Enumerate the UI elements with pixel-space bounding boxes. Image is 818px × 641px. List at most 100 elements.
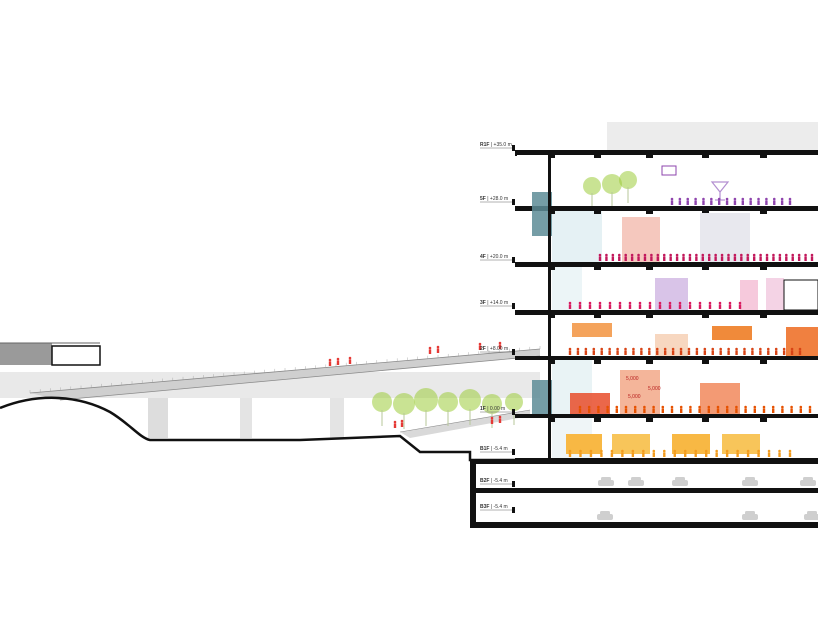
column-marker [646,414,653,422]
person-icon [771,405,775,413]
person-icon [736,449,739,457]
person-icon [598,253,602,261]
level-tick [512,145,515,151]
person-icon [428,346,432,354]
column-marker [702,356,709,364]
person-icon [790,347,794,355]
person-icon [400,419,404,427]
person-icon [655,347,659,355]
level-label-b2f: B2F | -5.4 m [480,478,508,484]
car-icon [597,511,613,520]
person-icon [611,253,615,261]
person-icon [757,449,760,457]
person-icon [587,405,591,413]
car-icon [742,477,758,486]
person-icon [714,253,717,261]
person-icon [624,253,627,261]
tree-icon [505,393,523,411]
ground-line [0,396,515,462]
person-icon [606,405,609,413]
person-icon [716,405,720,413]
person-icon [780,197,784,205]
person-icon [752,253,756,261]
person-icon [703,347,707,355]
person-icon [686,197,690,205]
person-icon [679,347,683,355]
level-label-b1f: B1F | -5.4 m [480,446,508,452]
level-tick [512,349,515,355]
level-tick [512,409,515,415]
person-icon [598,301,602,309]
person-icon [662,449,666,457]
person-icon [707,405,711,413]
person-icon [678,301,682,309]
person-icon [633,405,637,413]
level-tick [512,507,515,513]
person-icon [694,197,697,205]
person-icon [791,253,795,261]
person-icon [766,347,770,355]
person-icon [656,253,660,261]
person-icon [568,301,572,309]
car-icon [672,477,688,486]
column-marker [760,262,767,270]
tree-icon [438,392,458,412]
people-figures [328,197,814,457]
person-icon [683,449,687,457]
person-icon [436,345,440,353]
column-marker [702,414,709,422]
person-icon [772,253,775,261]
person-icon [616,347,619,355]
level-label-r1f: R1F | +35.0 m [480,142,512,148]
person-icon [621,449,624,457]
person-icon [650,253,653,261]
person-icon [765,253,769,261]
column-marker [646,356,653,364]
column-marker [548,150,555,158]
display-screen-icon [661,165,677,176]
column-marker [548,262,555,270]
person-icon [673,449,677,457]
person-icon [490,416,494,424]
column-marker [594,356,601,364]
person-icon [579,449,582,457]
column-marker [548,414,555,422]
person-icon [643,253,647,261]
column-marker [594,414,601,422]
level-label-1f: 1F | 0.00 m [480,406,505,412]
column-marker [760,206,767,214]
person-icon [568,347,572,355]
person-icon [498,341,502,349]
person-icon [790,405,793,413]
person-icon [765,197,768,205]
tree-icon [602,174,622,194]
person-icon [663,347,667,355]
price-tags: 5,000 5,000 5,000 [626,376,661,400]
price-tag-1: 5,000 [626,376,639,382]
column-marker [594,150,601,158]
tree-icon [482,394,502,414]
column-marker [548,356,555,364]
person-icon [778,253,782,261]
level-label-3f: 3F | +14.0 m [480,300,508,306]
person-icon [688,253,692,261]
person-icon [719,347,722,355]
person-icon [632,347,635,355]
person-icon [746,449,750,457]
person-icon [648,347,651,355]
person-icon [728,301,732,309]
person-icon [725,405,729,413]
person-icon [695,253,698,261]
level-tick [512,303,515,309]
person-icon [715,449,718,457]
person-icon [617,253,621,261]
person-icon [701,253,705,261]
person-icon [781,405,784,413]
person-icon [738,301,742,309]
person-icon [592,347,596,355]
person-icon [744,405,747,413]
garden-ramp [399,409,531,438]
person-icon [733,197,737,205]
person-icon [707,253,711,261]
car-icon [628,477,644,486]
